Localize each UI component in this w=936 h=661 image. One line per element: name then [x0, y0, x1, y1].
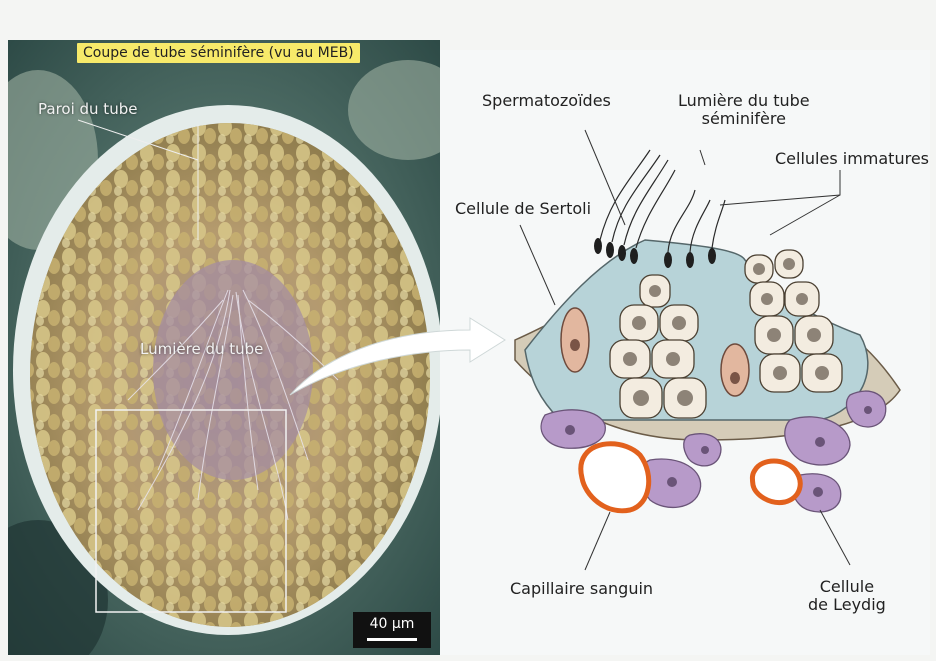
- label-lumen: Lumière du tube séminifère: [678, 92, 810, 129]
- label-leydig: Cellule de Leydig: [808, 578, 886, 615]
- label-sertoli: Cellule de Sertoli: [455, 200, 591, 218]
- label-immature-cells: Cellules immatures: [775, 150, 929, 168]
- label-spermatozoa: Spermatozoïdes: [482, 92, 611, 110]
- label-capillary: Capillaire sanguin: [510, 580, 653, 598]
- zoom-arrow: [290, 318, 505, 395]
